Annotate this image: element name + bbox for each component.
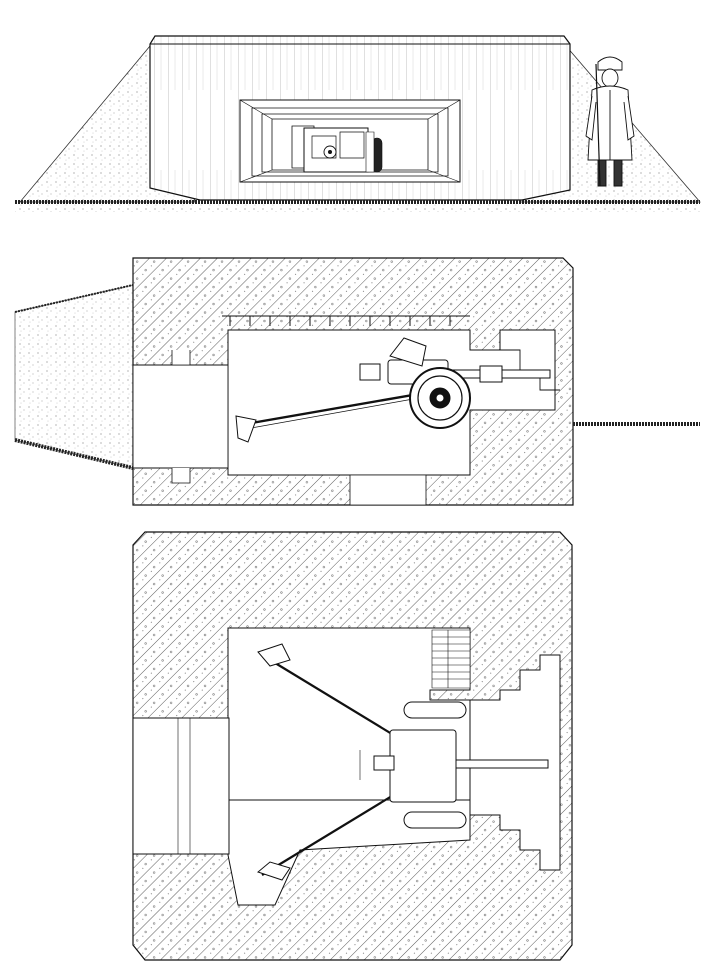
side-section-view [15,258,700,505]
side-entrance-passage [133,365,228,468]
plan-wheel-top [404,702,466,718]
gun-front-view [292,126,382,172]
side-left-earth [15,285,133,468]
soldier-figure [586,57,634,186]
plan-entrance-corridor [133,718,229,854]
gun-side-view [236,338,550,442]
ammo-rack [432,630,470,688]
roof-beams [222,316,470,326]
front-elevation-view [15,36,700,212]
plan-view [133,532,572,960]
plan-wheel-bottom [404,812,466,828]
gun-plan-view [258,644,548,880]
